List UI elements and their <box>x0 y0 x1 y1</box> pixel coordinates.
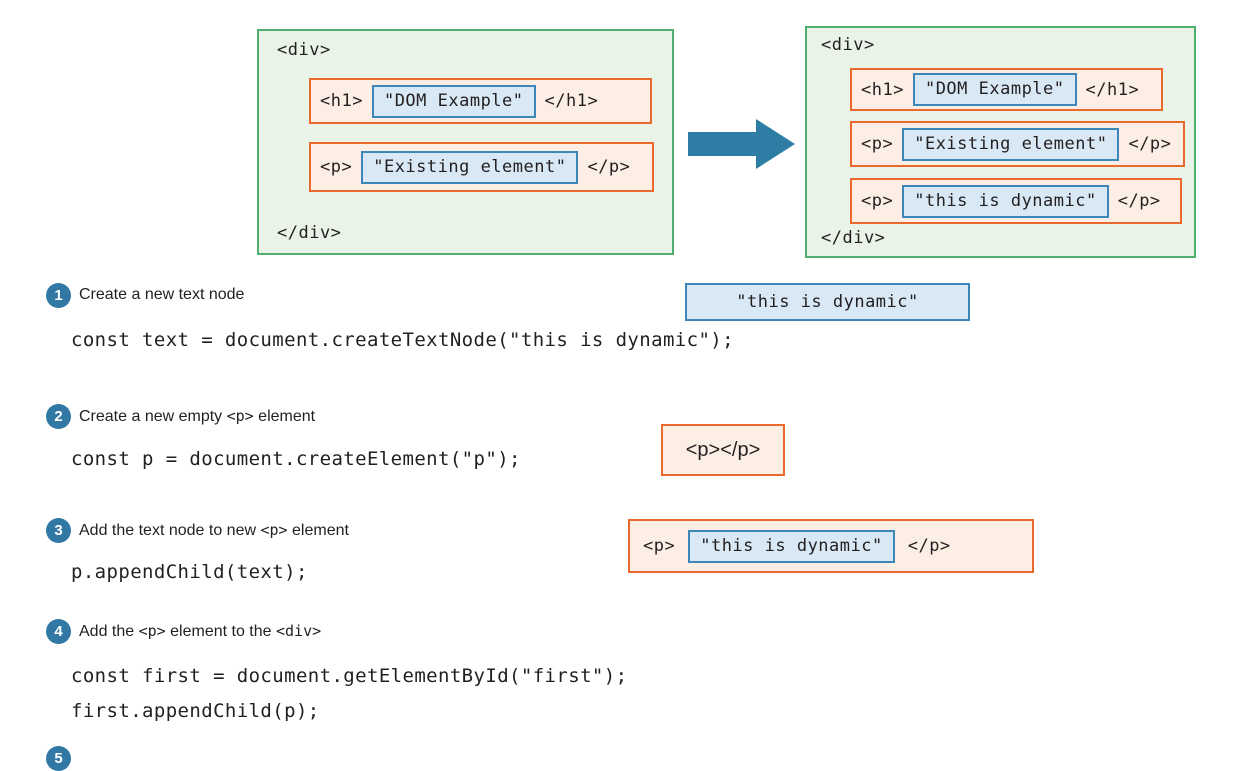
step-label-text-tail: element <box>253 408 316 425</box>
step-label-text-mid: element to the <box>165 623 276 640</box>
dom-tree-after: <div> <h1> "DOM Example" </h1> <p> "Exis… <box>805 26 1196 258</box>
element-box-p-dynamic: <p> "this is dynamic" </p> <box>850 178 1182 224</box>
step-label-tag-p: <p> <box>138 622 166 640</box>
p-close-tag: </p> <box>587 157 631 177</box>
callout-empty-p-element: <p></p> <box>661 424 785 476</box>
step-badge-2: 2 <box>46 404 71 429</box>
step-2-code-line-1: const p = document.createElement("p"); <box>71 448 521 470</box>
callout-p-open-tag: <p> <box>643 536 676 556</box>
step-3-code-line-1: p.appendChild(text); <box>71 561 308 583</box>
step-label-tag: <p> <box>226 407 254 425</box>
step-label-text: Create a new empty <box>79 408 227 425</box>
callout-text-node: "this is dynamic" <box>685 283 970 321</box>
p-open-tag: <p> <box>320 157 353 177</box>
element-box-p-existing: <p> "Existing element" </p> <box>850 121 1185 167</box>
step-label-2: Create a new empty <p> element <box>79 407 315 426</box>
step-label-text: Add the <box>79 623 139 640</box>
step-label-text-tail: element <box>287 522 349 539</box>
step-label-3: Add the text node to new <p> element <box>79 521 349 540</box>
step-label-1: Create a new text node <box>79 286 244 304</box>
text-node-this-is-dynamic: "this is dynamic" <box>902 184 1109 218</box>
text-node-existing-element: "Existing element" <box>361 150 579 184</box>
callout-empty-p-label: <p></p> <box>685 438 761 461</box>
callout-p-with-text-node: <p> "this is dynamic" </p> <box>628 519 1034 573</box>
p-open-tag: <p> <box>861 191 894 211</box>
callout-text-node-label: "this is dynamic" <box>736 291 919 312</box>
callout-p-close-tag: </p> <box>907 536 951 556</box>
step-badge-3: 3 <box>46 518 71 543</box>
step-4-code-line-1: const first = document.getElementById("f… <box>71 665 628 687</box>
p-close-tag: </p> <box>1117 191 1161 211</box>
div-open-tag: <div> <box>277 40 331 60</box>
step-badge-4: 4 <box>46 619 71 644</box>
step-label-tag: <p> <box>260 521 288 539</box>
div-close-tag: </div> <box>277 223 342 243</box>
h1-close-tag: </h1> <box>544 91 599 111</box>
step-1-code-line-1: const text = document.createTextNode("th… <box>71 329 734 351</box>
dom-tree-before: <div> <h1> "DOM Example" </h1> <p> "Exis… <box>257 29 674 255</box>
step-label-4: Add the <p> element to the <div> <box>79 622 321 641</box>
text-node-dom-example: "DOM Example" <box>912 73 1077 106</box>
text-node-existing-element: "Existing element" <box>902 127 1120 161</box>
callout-p-text-node: "this is dynamic" <box>688 529 895 563</box>
step-label-text: Create a new text node <box>79 286 245 303</box>
div-open-tag: <div> <box>821 35 875 55</box>
h1-open-tag: <h1> <box>861 79 904 100</box>
step-label-tag-div: <div> <box>276 622 322 640</box>
step-badge-1: 1 <box>46 283 71 308</box>
p-open-tag: <p> <box>861 134 894 154</box>
p-close-tag: </p> <box>1128 134 1172 154</box>
step-badge-5: 5 <box>46 746 71 771</box>
h1-close-tag: </h1> <box>1085 79 1140 100</box>
text-node-dom-example: "DOM Example" <box>371 84 536 118</box>
h1-open-tag: <h1> <box>320 91 363 111</box>
element-box-h1: <h1> "DOM Example" </h1> <box>850 68 1163 111</box>
step-4-code-line-2: first.appendChild(p); <box>71 700 320 722</box>
right-arrow-icon <box>688 117 796 171</box>
div-close-tag: </div> <box>821 228 886 248</box>
element-box-h1: <h1> "DOM Example" </h1> <box>309 78 652 124</box>
element-box-p-existing: <p> "Existing element" </p> <box>309 142 654 192</box>
step-label-text: Add the text node to new <box>79 522 261 539</box>
